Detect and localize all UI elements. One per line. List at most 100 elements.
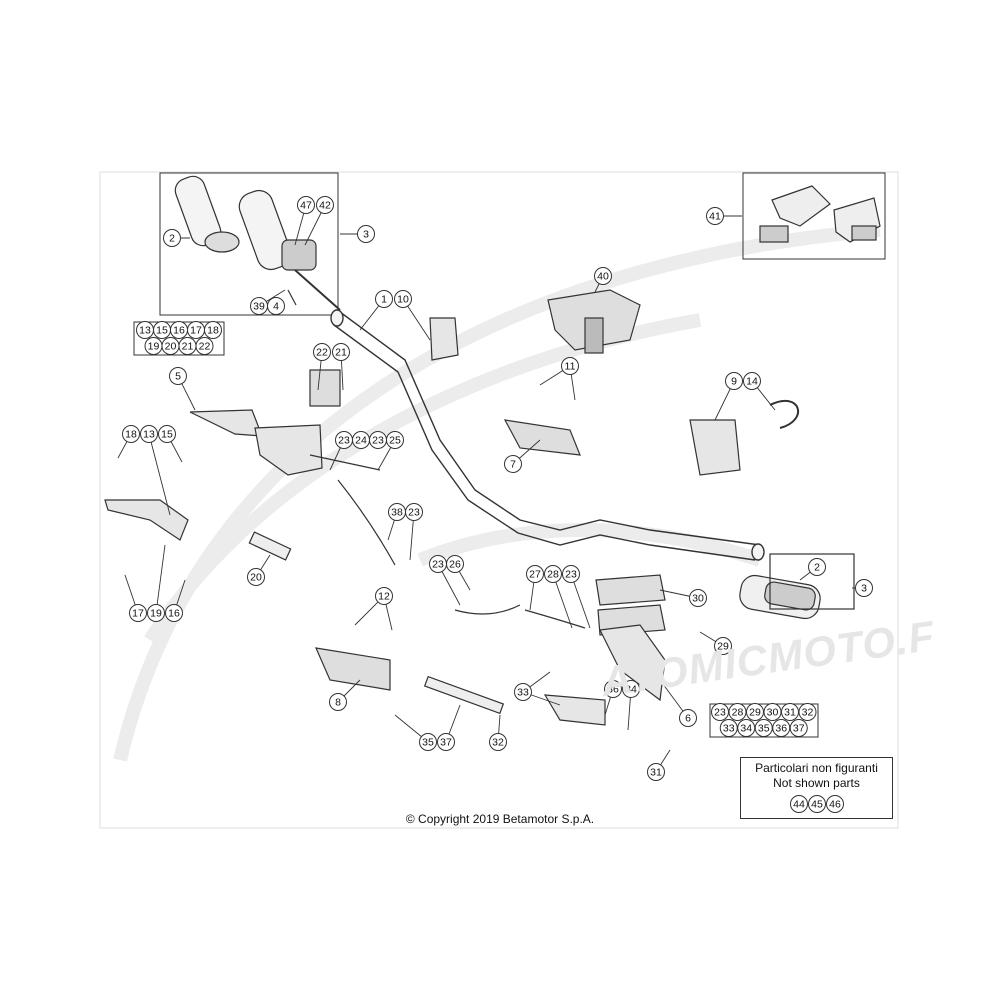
callout-number: 34 [740, 723, 752, 735]
callout-number: 44 [793, 799, 805, 811]
callout-circle [743, 372, 761, 390]
callout-47: 47 [297, 196, 315, 214]
callout-number: 1 [381, 294, 387, 306]
callout-5: 5 [169, 367, 187, 385]
kit-part-30: 30 [763, 703, 782, 721]
leader-lines [117, 204, 864, 773]
note-line-english: Not shown parts [773, 776, 860, 790]
callout-26: 26 [446, 555, 464, 573]
note-line-italian: Particolari non figuranti [755, 761, 878, 775]
callout-circle [604, 680, 622, 698]
callout-number: 17 [190, 325, 202, 337]
callout-number: 35 [758, 723, 770, 735]
grip-drawing-right [739, 553, 855, 620]
grip-box-frame [159, 172, 339, 316]
callout-number: 34 [625, 684, 637, 696]
callout-number: 21 [335, 347, 347, 359]
callout-number: 37 [440, 737, 452, 749]
callout-number: 36 [607, 684, 619, 696]
callout-23c: 23 [405, 503, 423, 521]
callout-number: 2 [169, 233, 175, 245]
hose-and-fittings [248, 399, 800, 715]
callout-number: 31 [784, 707, 796, 719]
callout-number: 13 [139, 325, 151, 337]
callout-28a: 28 [544, 565, 562, 583]
callout-32a: 32 [489, 733, 507, 751]
kit-part-19: 19 [144, 337, 163, 355]
callout-number: 16 [173, 325, 185, 337]
callout-circle [526, 565, 544, 583]
callout-circle [147, 604, 165, 622]
callout-circle [437, 733, 455, 751]
kit-part-23: 23 [711, 703, 729, 721]
callout-circle [725, 372, 743, 390]
callout-circle [714, 637, 732, 655]
lever-drawings [104, 317, 741, 726]
callout-number: 39 [253, 301, 265, 313]
callout-11: 11 [561, 357, 579, 375]
kit-part-13: 13 [136, 321, 154, 339]
callout-number: 36 [775, 723, 787, 735]
callout-number: 45 [811, 799, 823, 811]
callout-circle [386, 431, 404, 449]
callout-circle [375, 290, 393, 308]
callout-number: 2 [814, 562, 820, 574]
kit-part-29: 29 [746, 703, 764, 721]
callout-number: 22 [316, 347, 328, 359]
callout-number: 30 [692, 593, 704, 605]
callout-34a: 34 [622, 680, 640, 698]
callout-23e: 23 [562, 565, 580, 583]
callout-4: 4 [267, 297, 285, 315]
callout-circle [204, 321, 222, 339]
callout-number: 19 [150, 608, 162, 620]
callout-circle [562, 565, 580, 583]
callout-number: 21 [182, 341, 194, 353]
callout-42: 42 [316, 196, 334, 214]
callout-number: 20 [250, 572, 262, 584]
note-part-numbers: 44 45 46 [789, 795, 844, 813]
callout-20a: 20 [247, 568, 265, 586]
callout-circle [267, 297, 285, 315]
callout-16: 16 [165, 604, 183, 622]
callout-number: 24 [355, 435, 367, 447]
copyright-footer: © Copyright 2019 Betamotor S.p.A. [405, 812, 595, 826]
callout-circle [789, 795, 808, 813]
callout-35a: 35 [419, 733, 437, 751]
callout-number: 23 [714, 707, 726, 719]
callout-number: 25 [389, 435, 401, 447]
callout-number: 18 [125, 429, 137, 441]
callout-23b: 23 [369, 431, 387, 449]
note-part-46: 46 [825, 795, 844, 813]
callout-circle [375, 587, 393, 605]
note-part-45: 45 [807, 795, 826, 813]
callout-number: 15 [156, 325, 168, 337]
callout-number: 15 [161, 429, 173, 441]
callout-27: 27 [526, 565, 544, 583]
callout-circle [825, 795, 844, 813]
note-part-44: 44 [789, 795, 808, 813]
callout-number: 46 [829, 799, 841, 811]
callout-number: 12 [378, 591, 390, 603]
kit-part-16: 16 [170, 321, 188, 339]
callout-circle [357, 225, 375, 243]
callout-38: 38 [388, 503, 406, 521]
callout-3b: 3 [855, 579, 873, 597]
callout-number: 30 [767, 707, 779, 719]
callout-circle [247, 568, 265, 586]
callout-circle [647, 763, 665, 781]
callout-circle [446, 555, 464, 573]
callout-number: 26 [449, 559, 461, 571]
callout-33a: 33 [514, 683, 532, 701]
callout-2a: 2 [163, 229, 181, 247]
callout-number: 5 [175, 371, 181, 383]
leader-line [148, 433, 171, 516]
callout-number: 47 [300, 200, 312, 212]
callout-circle [394, 290, 412, 308]
callout-24: 24 [352, 431, 370, 449]
leader-line [155, 544, 166, 614]
callout-circle [332, 343, 350, 361]
callout-number: 3 [363, 229, 369, 241]
callout-circle [163, 229, 181, 247]
